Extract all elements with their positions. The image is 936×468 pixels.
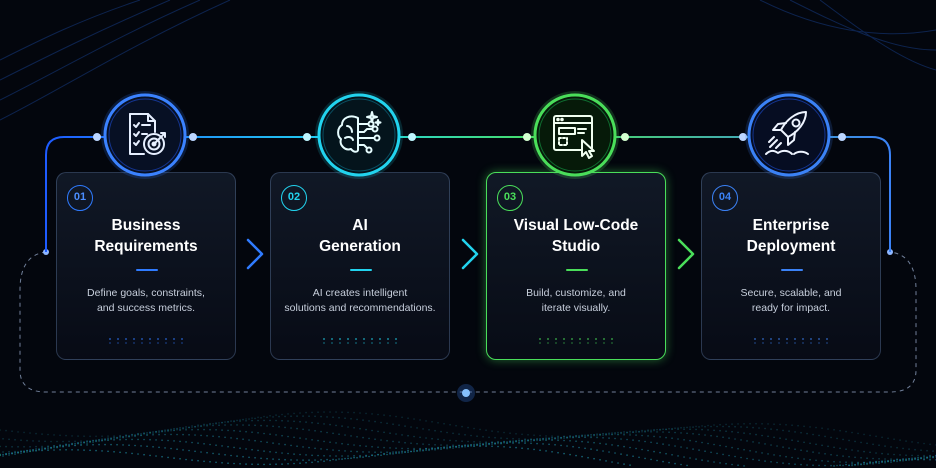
loop-node	[462, 389, 470, 397]
step-title: Business Requirements	[94, 217, 198, 255]
step-card-4: 04 Enterprise Deployment Secure, scalabl…	[701, 172, 881, 360]
title-underline	[781, 269, 803, 271]
particle-wave	[0, 411, 936, 467]
process-loop-path	[19, 251, 917, 393]
step-title: AI Generation	[319, 217, 401, 255]
step-number-badge: 03	[497, 185, 523, 211]
step-icon-circle-2	[314, 90, 404, 180]
title-underline	[566, 269, 588, 271]
step-title: Enterprise Deployment	[746, 217, 836, 255]
step-description: AI creates intelligent solutions and rec…	[284, 287, 436, 314]
dot-row	[57, 337, 235, 345]
brain-circuit-icon	[315, 91, 403, 179]
dot-row	[487, 337, 665, 345]
step-icon-circle-1	[100, 90, 190, 180]
step-card-1: 01 Business Requirements Define goals, c…	[56, 172, 236, 360]
document-target-icon	[101, 91, 189, 179]
step-number-badge: 02	[281, 185, 307, 211]
step-description: Build, customize, and iterate visually.	[526, 287, 626, 314]
step-title: Visual Low-Code Studio	[513, 217, 639, 255]
contour-lines	[0, 0, 936, 121]
step-card-2: 02 AI Generation AI creates intelligent …	[270, 172, 450, 360]
title-underline	[136, 269, 158, 271]
dot-row	[702, 337, 880, 345]
step-icon-circle-4	[744, 90, 834, 180]
step-number-badge: 01	[67, 185, 93, 211]
step-description: Secure, scalable, and ready for impact.	[740, 287, 842, 314]
step-card-3: 03 Visual Low-Code Studio Build, customi…	[486, 172, 666, 360]
top-connector-line	[45, 136, 891, 252]
connector-nodes	[93, 133, 846, 141]
dot-row	[271, 337, 449, 345]
step-number-badge: 04	[712, 185, 738, 211]
step-description: Define goals, constraints, and success m…	[87, 287, 205, 314]
step-icon-circle-3	[530, 90, 620, 180]
rocket-icon	[745, 91, 833, 179]
title-underline	[350, 269, 372, 271]
window-cursor-icon	[531, 91, 619, 179]
chevron-arrows	[246, 238, 695, 270]
